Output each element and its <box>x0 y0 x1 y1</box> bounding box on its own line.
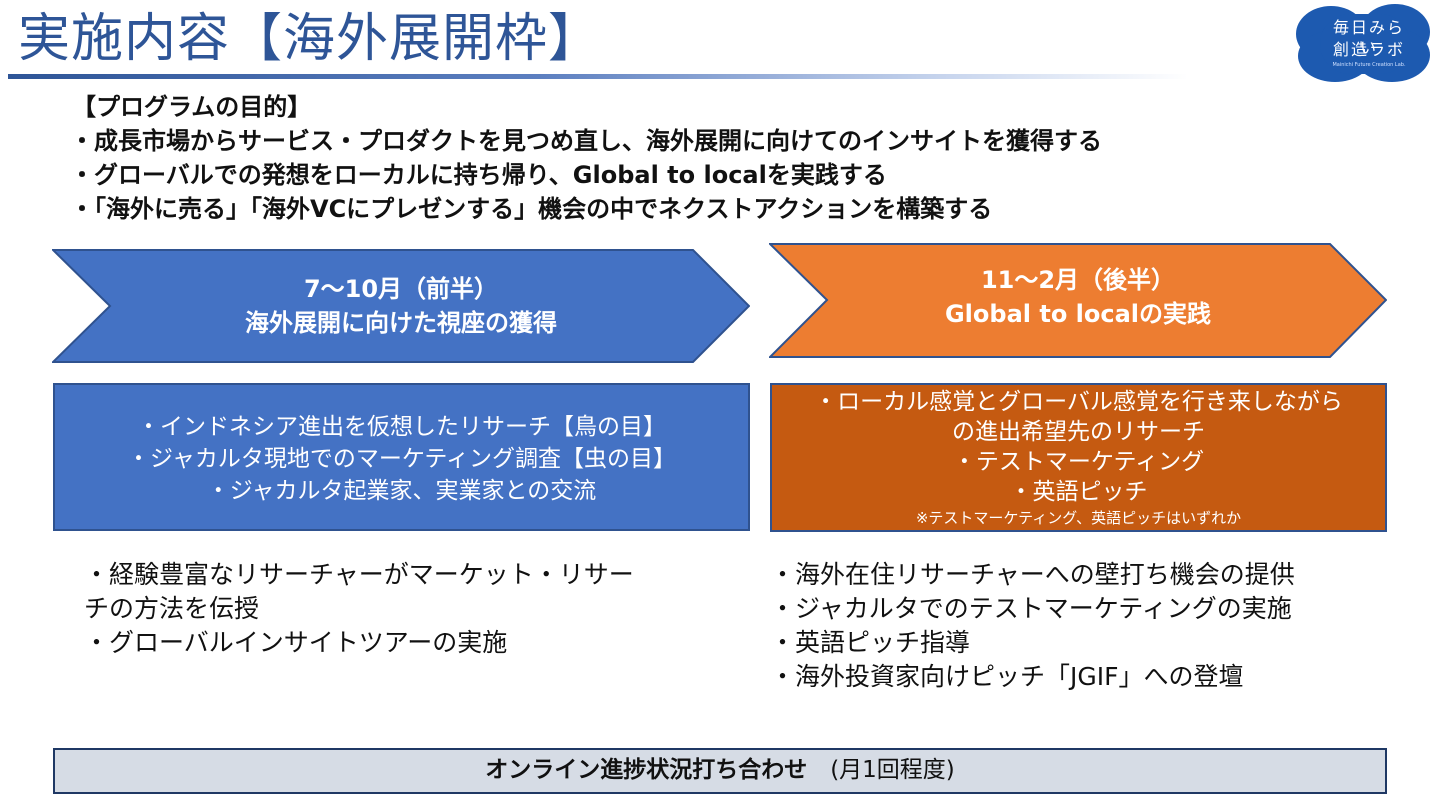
activity-line: ・ローカル感覚とグローバル感覚を行き来しながら <box>814 389 1343 415</box>
logo-text-line3: Mainichi Future Creation Lab. <box>1332 62 1406 68</box>
phase-period: 11〜2月（後半） <box>980 266 1176 294</box>
online-meeting-bar: オンライン進捗状況打ち合わせ (月1回程度) <box>53 748 1387 794</box>
phase-title: Global to localの実践 <box>944 300 1212 328</box>
logo-text-line1: 毎日みらい <box>1332 18 1405 57</box>
support-line: ・海外在住リサーチャーへの壁打ち機会の提供 <box>770 560 1295 589</box>
phase-title: 海外展開に向けた視座の獲得 <box>245 309 557 337</box>
purpose-item: ・「海外に売る」「海外VCにプレゼンする」機会の中でネクストアクションを構築する <box>70 195 993 223</box>
page-title: 実施内容【海外展開枠】 <box>18 9 602 69</box>
purpose-item: ・成長市場からサービス・プロダクトを見つめ直し、海外展開に向けてのインサイトを獲… <box>70 127 1102 155</box>
purpose-item: ・グローバルでの発想をローカルに持ち帰り、Global to localを実践す… <box>70 161 887 189</box>
meeting-label: オンライン進捗状況打ち合わせ <box>485 757 808 783</box>
program-purpose: 【プログラムの目的】 ・成長市場からサービス・プロダクトを見つめ直し、海外展開に… <box>70 90 1102 226</box>
activity-line: ・テストマーケティング <box>952 449 1205 475</box>
phase-period: 7〜10月（前半） <box>303 275 499 303</box>
activity-line: ・ジャカルタ起業家、実業家との交流 <box>206 478 597 504</box>
title-underline <box>8 74 1188 79</box>
logo-text-line2: 創造ラボ <box>1332 40 1405 59</box>
phase-second-half-arrow: 11〜2月（後半） Global to localの実践 <box>769 243 1387 358</box>
support-line: ・グローバルインサイトツアーの実施 <box>84 628 508 657</box>
activity-line: ・英語ピッチ <box>1009 479 1148 505</box>
purpose-heading: 【プログラムの目的】 <box>72 93 312 121</box>
mainichi-mirai-logo: 毎日みらい 創造ラボ Mainichi Future Creation Lab. <box>1290 4 1438 84</box>
second-half-activities-box: ・ローカル感覚とグローバル感覚を行き来しながら の進出希望先のリサーチ ・テスト… <box>770 383 1387 532</box>
support-line: ・ジャカルタでのテストマーケティングの実施 <box>770 594 1292 623</box>
support-line: チの方法を伝授 <box>84 594 260 623</box>
support-line: ・英語ピッチ指導 <box>770 628 971 657</box>
support-line: ・経験豊富なリサーチャーがマーケット・リサー <box>84 560 634 589</box>
activity-note: ※テストマーケティング、英語ピッチはいずれか <box>915 509 1242 527</box>
meeting-frequency: (月1回程度) <box>807 757 955 783</box>
first-half-activities-box: ・インドネシア進出を仮想したリサーチ【鳥の目】 ・ジャカルタ現地でのマーケティン… <box>53 383 750 531</box>
first-half-support-list: ・経験豊富なリサーチャーがマーケット・リサー チの方法を伝授 ・グローバルインサ… <box>84 558 724 660</box>
phase-first-half-arrow: 7〜10月（前半） 海外展開に向けた視座の獲得 <box>52 249 750 363</box>
activity-line: の進出希望先のリサーチ <box>952 419 1205 445</box>
second-half-support-list: ・海外在住リサーチャーへの壁打ち機会の提供 ・ジャカルタでのテストマーケティング… <box>770 558 1390 694</box>
activity-line: ・インドネシア進出を仮想したリサーチ【鳥の目】 <box>137 414 666 440</box>
support-line: ・海外投資家向けピッチ「JGIF」への登壇 <box>770 662 1244 691</box>
activity-line: ・ジャカルタ現地でのマーケティング調査【虫の目】 <box>126 446 676 472</box>
